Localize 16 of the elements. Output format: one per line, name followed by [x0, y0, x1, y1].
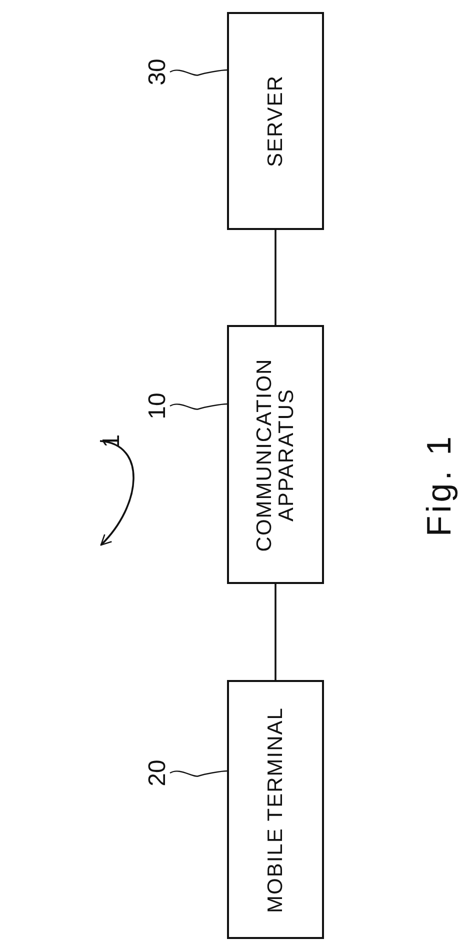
connection-line	[274, 584, 276, 680]
leader-line	[170, 770, 228, 777]
leader-line	[170, 69, 228, 76]
block-label: MOBILE TERMINAL	[264, 706, 287, 914]
reference-numeral: 20	[146, 760, 170, 786]
block-label: COMMUNICATION APPARATUS	[253, 356, 298, 554]
connection-line	[274, 230, 276, 325]
block-label: SERVER	[264, 74, 287, 169]
leader-line	[170, 403, 228, 410]
block-box	[227, 680, 324, 939]
reference-numeral: 10	[146, 392, 170, 420]
figure-caption: Fig. 1	[420, 433, 460, 537]
reference-arrow	[100, 440, 134, 546]
block-box	[227, 12, 324, 230]
reference-numeral: 30	[146, 58, 170, 86]
block-box	[227, 325, 324, 584]
